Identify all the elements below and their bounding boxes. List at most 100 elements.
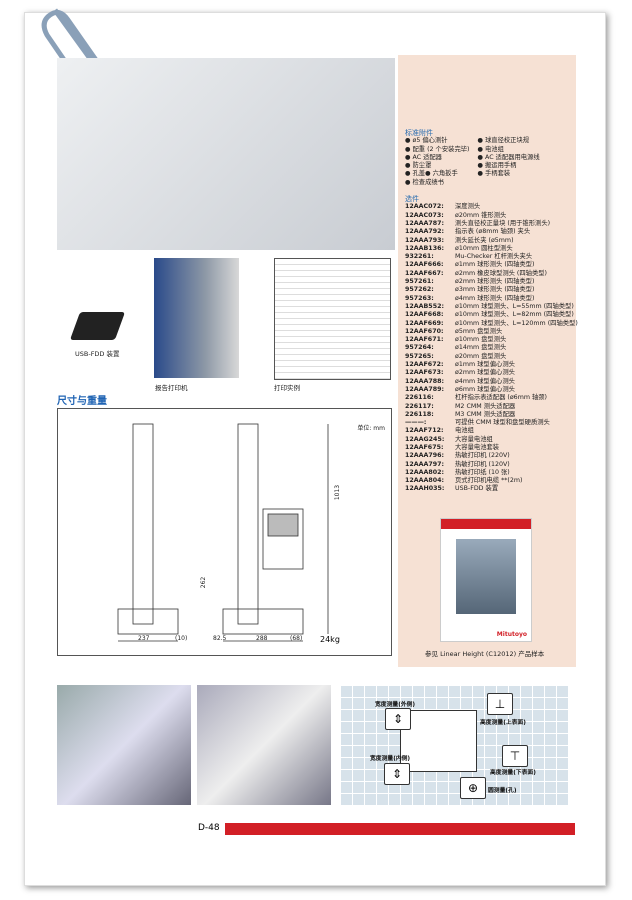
option-code: 12AAF675: [405,443,444,451]
accessories-col2: ● 球直径校正块规● 电池组● AC 适配器用电源线● 搬运用手柄● 手柄套装 [478,137,540,187]
printer-caption: 报告打印机 [155,384,188,392]
usb-fdd-caption: USB-FDD 装置 [75,350,120,358]
accessory-item: ● 孔盖● 六角扳手 [405,170,458,178]
option-row: 12AAA787:测头直径校正量块 (用于锥形测头) [405,220,578,228]
option-row: 12AAF670:ø5mm 盘型测头 [405,328,578,336]
height-gauge-drawing [117,423,329,642]
option-code: 12AAF670: [405,327,444,335]
option-code: 226117: [405,402,434,410]
option-code: 957263: [405,294,434,302]
option-code: 12AAH035: [405,485,445,493]
option-desc: USB-FDD 装置 [455,485,499,493]
label-top-height: 高度测量(上表面) [480,720,526,726]
option-desc: 杠杆指示表适配器 (ø6mm 轴颈) [455,394,548,402]
option-desc: 测头延长夹 (ø5mm) [455,236,514,244]
bottom-height-icon: ⊤ [502,745,528,767]
section-title: 尺寸与重量 [57,396,107,407]
option-desc: ø2mm 橡皮球型测头 (四轴类型) [455,269,548,277]
option-row: 12AAF669:ø10mm 球型测头、L=120mm (四轴类型) [405,320,578,328]
measurement-photo-1 [57,685,191,805]
option-code: 12AAA802: [405,468,445,476]
option-code: 12AAF669: [405,319,444,327]
label-circle: 圆测量(孔) [488,788,517,794]
dim-depth: 288 [256,635,268,642]
option-row: 12AAF671: ø10mm 盘型测头 [405,336,578,344]
option-code: 12AAA792: [405,228,445,236]
option-desc: Mu-Checker 杠杆测头夹头 [455,253,533,261]
circle-icon: ⊕ [460,777,486,799]
option-row: 12AAB552:ø10mm 球型测头、L=55mm (四轴类型) [405,303,578,311]
option-row: 12AAF673:ø2mm 球型偏心测头 [405,369,578,377]
accessory-item: ● 手柄套装 [477,170,511,178]
option-desc: 页式打印机电缆 **(2m) [455,477,523,485]
option-code: 957264: [405,344,434,352]
option-row: 12AAA792:指示表 (ø8mm 轴颈) 夹头 [405,228,578,236]
option-row: 12AAF672:ø1mm 球型偏心测头 [405,361,578,369]
option-desc: ø3mm 球形测头 (四轴类型) [455,286,535,294]
dim-front: 82.5 [213,635,227,642]
option-desc: ø2mm 球型偏心测头 [455,369,515,377]
option-code: 12AAF672: [405,361,444,369]
option-row: 957261:ø2mm 球形测头 (四轴类型) [405,278,578,286]
option-code: 12AAA788: [405,377,445,385]
option-code: 12AAF667: [405,269,444,277]
option-row: 12AAH035: USB-FDD 装置 [405,485,578,493]
option-row: 932261: Mu-Checker 杠杆测头夹头 [405,253,578,261]
dim-base-height: 262 [200,576,208,589]
option-row: 12AAF667: ø2mm 橡皮球型测头 (四轴类型) [405,270,578,278]
option-desc: ø10mm 盘型测头 [455,336,507,344]
option-desc: ø10mm 圆柱型测头 [455,244,513,252]
accessory-item: ● ø5 偏心测针 [405,137,448,145]
option-row: 12AAC072:深度测头 [405,203,578,211]
outer-width-icon: ⇕ [385,708,411,730]
option-code: 12AAA793: [405,236,445,244]
option-code: 12AAA804: [405,477,445,485]
accessory-item: ● AC 适配器 [405,153,442,161]
accessories-title: 标准附件 [405,129,433,137]
top-height-icon: ⊥ [487,693,513,715]
print-sample-image [274,258,391,380]
option-desc: M3 CMM 测头适配器 [455,410,516,418]
label-inner-width: 宽度测量(内侧) [370,756,411,762]
measurement-photo-2 [197,685,331,805]
accessory-item: ● 电池组 [477,145,504,153]
accessory-item: ● 配重 (2 个安装完毕) [405,145,470,153]
option-code: 12AAA797: [405,460,445,468]
option-code: 957265: [405,352,434,360]
option-code: 932261: [405,253,434,261]
option-code: 957261: [405,278,434,286]
option-desc: 大容量电池套装 [455,443,500,451]
accessories-col1: ● ø5 偏心测针● 配重 (2 个安装完毕)● AC 适配器● 防尘罩● 孔盖… [405,137,470,187]
option-row: 957262:ø3mm 球形测头 (四轴类型) [405,286,578,294]
option-desc: ø4mm 球形测头 (四轴类型) [455,294,535,302]
print-sample-caption: 打印实例 [274,384,300,392]
option-code: 226116: [405,394,434,402]
option-row: 12AAF712:电池组 [405,427,578,435]
dim-width: 237 [138,635,150,642]
option-row: 12AAA793: 测头延长夹 (ø5mm) [405,237,578,245]
option-row: 226118: M3 CMM 测头适配器 [405,411,578,419]
option-row: 12AAA802:热敏打印纸 (10 张) [405,469,578,477]
option-desc: 深度测头 [455,203,481,211]
option-code: 12AAB552: [405,302,444,310]
option-row: 957264: ø14mm 盘型测头 [405,344,578,352]
accessory-item: ● 检查成绩书 [405,178,444,186]
option-row: 12AAA788:ø4mm 球型偏心测头 [405,378,578,386]
option-desc: M2 CMM 测头适配器 [455,402,516,410]
option-row: 957263: ø4mm 球形测头 (四轴类型) [405,295,578,303]
option-code: 12AAG245: [405,435,445,443]
option-desc: 热敏打印机 (220V) [455,452,510,460]
brochure-caption: 参见 Linear Height (C12012) 产品样本 [425,650,545,658]
option-code: 12AAB136: [405,244,444,252]
option-code: 226118: [405,410,434,418]
option-row: 12AAA797:热敏打印机 (120V) [405,461,578,469]
option-code: 12AAA796: [405,452,445,460]
option-desc: ø14mm 盘型测头 [455,344,507,352]
accessory-item: ● 防尘罩 [405,162,432,170]
option-row: ———:可提供 CMM 球型和盘型硬质测头 [405,419,578,427]
option-row: 226117: M2 CMM 测头适配器 [405,403,578,411]
option-code: 12AAC073: [405,211,444,219]
option-row: 957265:ø20mm 盘型测头 [405,353,578,361]
option-row: 12AAF668:ø10mm 球型测头、L=82mm (四轴类型) [405,311,578,319]
option-code: 12AAF671: [405,336,444,344]
